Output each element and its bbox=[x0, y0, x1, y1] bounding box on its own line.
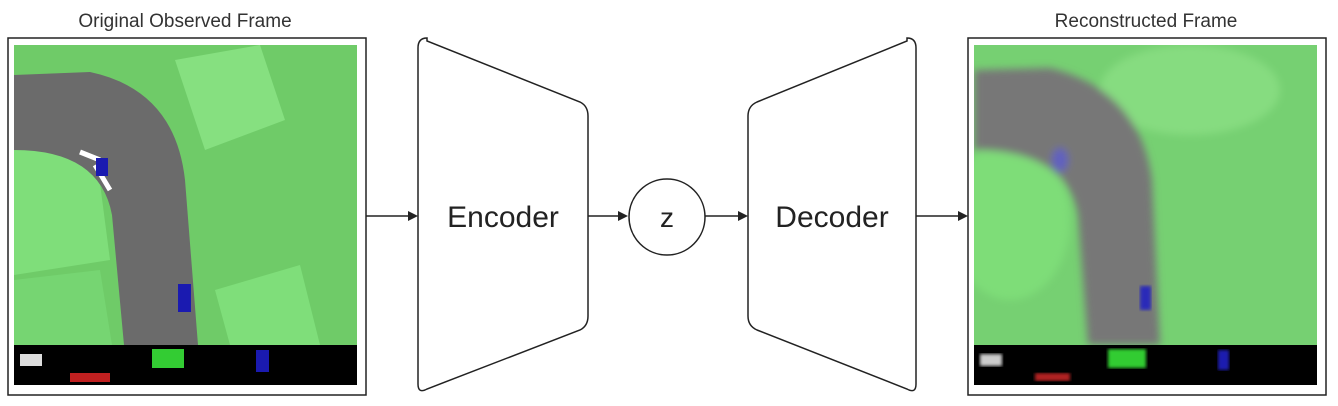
road bbox=[14, 72, 198, 345]
dashboard-gyro-bar bbox=[1108, 349, 1146, 368]
original-frame-caption: Original Observed Frame bbox=[78, 11, 291, 32]
arrow-to-latent bbox=[588, 211, 628, 221]
car-blur bbox=[1052, 148, 1068, 172]
road bbox=[974, 68, 1160, 345]
latent-node: z bbox=[628, 178, 706, 256]
decoder-label: Decoder bbox=[775, 201, 888, 234]
dashboard-steer-bar bbox=[256, 350, 269, 372]
grass-patch bbox=[974, 140, 1070, 300]
grass-patch bbox=[1100, 45, 1280, 135]
car bbox=[1140, 286, 1151, 310]
decoder-block: Decoder bbox=[747, 37, 917, 392]
grass-tile bbox=[14, 145, 110, 275]
dashboard bbox=[14, 345, 357, 385]
arrow-to-encoder bbox=[366, 211, 418, 221]
latent-label: z bbox=[660, 202, 674, 233]
grass-tile bbox=[14, 270, 112, 345]
grass-tile bbox=[175, 45, 285, 150]
encoder-label: Encoder bbox=[447, 201, 559, 234]
arrow-to-reconstruction bbox=[916, 211, 968, 221]
reconstructed-frame bbox=[967, 37, 1327, 396]
reconstructed-frame-caption: Reconstructed Frame bbox=[1055, 11, 1238, 32]
arrow-to-decoder bbox=[705, 211, 748, 221]
dashboard-score bbox=[980, 354, 1002, 366]
dashboard-gyro-bar bbox=[152, 349, 184, 368]
original-frame bbox=[7, 37, 367, 396]
grass-tile bbox=[215, 265, 320, 345]
encoder-block: Encoder bbox=[417, 37, 589, 392]
car bbox=[96, 158, 108, 176]
dashboard-steer-bar bbox=[1218, 350, 1229, 370]
car bbox=[178, 284, 191, 312]
dashboard-score bbox=[20, 354, 42, 366]
dashboard-speed-bar bbox=[1035, 373, 1070, 381]
dashboard-speed-bar bbox=[70, 373, 110, 382]
